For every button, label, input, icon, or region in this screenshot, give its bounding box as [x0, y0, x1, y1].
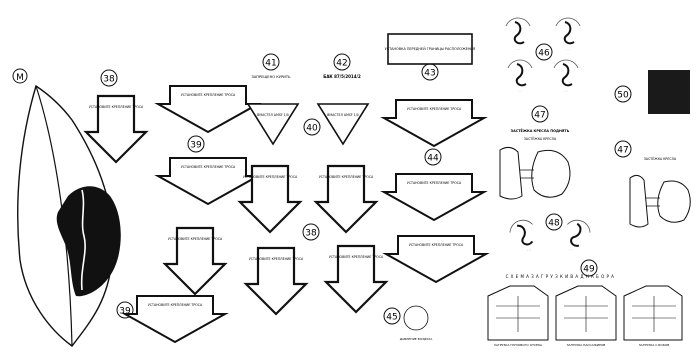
svg-text:45: 45	[386, 313, 397, 323]
arrow-decal: УСТАНОВИТЕ КРЕПЛЕНИЕ ТРОСА	[157, 85, 259, 133]
svg-text:41: 41	[265, 59, 276, 69]
svg-text:49: 49	[583, 265, 595, 275]
seat-illustration-47-right: ЗАСТЁЖКА КРЕСЛА	[629, 156, 691, 228]
label-47-top: 47	[531, 105, 549, 123]
svg-text:С Х Е М А З А Г Р У З К И: С Х Е М А З А Г Р У З К И В А Д Н А Б О …	[506, 274, 615, 279]
svg-text:УСТАНОВИТЕ КРЕПЛЕНИЕ ТРОСА: УСТАНОВИТЕ КРЕПЛЕНИЕ ТРОСА	[181, 165, 236, 169]
svg-text:47: 47	[534, 111, 545, 121]
svg-text:39: 39	[190, 141, 202, 151]
label-47-right: 47	[614, 140, 632, 158]
svg-text:38: 38	[305, 229, 317, 239]
label-m: M	[12, 68, 28, 84]
svg-text:ДАВЛЕНИЕ ВОЗДУХА: ДАВЛЕНИЕ ВОЗДУХА	[400, 337, 434, 341]
svg-text:УСТАНОВИТЕ КРЕПЛЕНИЕ ТРОСА: УСТАНОВИТЕ КРЕПЛЕНИЕ ТРОСА	[181, 93, 236, 97]
arrow-decal: УСТАНОВИТЕ КРЕПЛЕНИЕ ТРОСА	[383, 173, 485, 221]
circle-45-decal: ДАВЛЕНИЕ ВОЗДУХА	[400, 305, 434, 341]
arrow-decal: УСТАНОВИТЕ КРЕПЛЕНИЕ ТРОСА	[124, 295, 226, 343]
svg-text:УСТАНОВИТЕ КРЕПЛЕНИЕ ТРОСА: УСТАНОВИТЕ КРЕПЛЕНИЕ ТРОСА	[168, 237, 223, 241]
label-50: 50	[614, 85, 632, 103]
label-38-top: 38	[100, 69, 118, 87]
arrow-decal: УСТАНОВИТЕ КРЕПЛЕНИЕ ТРОСА	[238, 164, 302, 234]
label-43: 43	[421, 63, 439, 81]
svg-text:УСТАНОВИТЕ КРЕПЛЕНИЕ ТРОСА: УСТАНОВИТЕ КРЕПЛЕНИЕ ТРОСА	[243, 175, 298, 179]
label-46: 46	[535, 43, 553, 61]
svg-text:42: 42	[336, 59, 347, 69]
svg-text:ЗАСТЁЖКА КРЕСЛА ПОДНЯТЬ: ЗАСТЁЖКА КРЕСЛА ПОДНЯТЬ	[511, 128, 570, 133]
svg-text:УСТАНОВИТЕ КРЕПЛЕНИЕ ТРОСА: УСТАНОВИТЕ КРЕПЛЕНИЕ ТРОСА	[407, 107, 462, 111]
label-41: 41	[262, 53, 280, 71]
label-48: 48	[545, 213, 563, 231]
arrow-decal: УСТАНОВИТЕ КРЕПЛЕНИЕ ТРОСА	[383, 99, 485, 147]
arrow-decal: УСТАНОВИТЕ КРЕПЛЕНИЕ ТРОСА	[324, 244, 388, 314]
seat-illustration-47-top: ЗАСТЁЖКА КРЕСЛА ПОДНЯТЬ ЗАСТЁЖКА КРЕСЛА	[499, 128, 571, 200]
label-44: 44	[424, 148, 442, 166]
label-39-middle: 39	[187, 135, 205, 153]
svg-text:УСТАНОВИТЕ КРЕПЛЕНИЕ ТРОСА: УСТАНОВИТЕ КРЕПЛЕНИЕ ТРОСА	[89, 105, 144, 109]
svg-text:48: 48	[548, 219, 560, 229]
arrow-decal: УСТАНОВИТЕ КРЕПЛЕНИЕ ТРОСА	[314, 164, 378, 234]
black-square-50	[648, 70, 690, 114]
label-49: 49	[580, 259, 598, 277]
warning-triangle-left: ВМАСТЕЛ AMSF 1/0	[246, 103, 300, 146]
svg-text:ЗАГРУЗКА ПАССАЖИРОВ: ЗАГРУЗКА ПАССАЖИРОВ	[567, 343, 606, 347]
svg-text:50: 50	[617, 91, 629, 101]
sign-42-caption: БАК 87/5/2014/2	[323, 74, 361, 79]
box-43: УСТАНОВКА ПЕРЕДНЕЙ ГРАНИЦЫ РАСПОЛОЖЕНИЯ	[385, 33, 476, 65]
warning-triangle-right: ВМАСТЕЛ AMSF 1/0	[316, 103, 370, 146]
svg-text:ЗАСТЁЖКА КРЕСЛА: ЗАСТЁЖКА КРЕСЛА	[524, 136, 557, 141]
tail-decal	[17, 84, 121, 347]
sign-41-caption: ЗАПРЕЩЕНО КУРИТЬ	[251, 75, 291, 79]
svg-text:ЗАГРУЗКА ГРУЗОВОГО ОТСЕКА: ЗАГРУЗКА ГРУЗОВОГО ОТСЕКА	[494, 343, 543, 347]
arrow-decal: УСТАНОВИТЕ КРЕПЛЕНИЕ ТРОСА	[157, 157, 259, 205]
svg-text:ВМАСТЕЛ AMSF 1/0: ВМАСТЕЛ AMSF 1/0	[257, 113, 289, 117]
arrow-decal: УСТАНОВИТЕ КРЕПЛЕНИЕ ТРОСА	[163, 226, 227, 296]
svg-text:УСТАНОВИТЕ КРЕПЛЕНИЕ ТРОСА: УСТАНОВИТЕ КРЕПЛЕНИЕ ТРОСА	[148, 303, 203, 307]
loading-scheme-49: С Х Е М А З А Г Р У З К И В А Д Н А Б О …	[487, 274, 683, 347]
arrow-decal: УСТАНОВИТЕ КРЕПЛЕНИЕ ТРОСА	[84, 94, 148, 164]
label-40: 40	[303, 118, 321, 136]
svg-text:УСТАНОВИТЕ КРЕПЛЕНИЕ ТРОСА: УСТАНОВИТЕ КРЕПЛЕНИЕ ТРОСА	[319, 175, 374, 179]
svg-text:УСТАНОВИТЕ КРЕПЛЕНИЕ ТРОСА: УСТАНОВИТЕ КРЕПЛЕНИЕ ТРОСА	[329, 255, 384, 259]
svg-text:УСТАНОВИТЕ КРЕПЛЕНИЕ ТРОСА: УСТАНОВИТЕ КРЕПЛЕНИЕ ТРОСА	[249, 257, 304, 261]
svg-text:46: 46	[538, 49, 550, 59]
label-45: 45	[383, 307, 401, 325]
svg-text:38: 38	[103, 75, 115, 85]
svg-text:M: M	[16, 73, 24, 83]
label-38-middle: 38	[302, 223, 320, 241]
svg-text:УСТАНОВКА ПЕРЕДНЕЙ ГРАНИЦЫ РАС: УСТАНОВКА ПЕРЕДНЕЙ ГРАНИЦЫ РАСПОЛОЖЕНИЯ	[385, 46, 476, 51]
svg-text:УСТАНОВИТЕ КРЕПЛЕНИЕ ТРОСА: УСТАНОВИТЕ КРЕПЛЕНИЕ ТРОСА	[409, 243, 464, 247]
svg-text:43: 43	[424, 69, 435, 79]
arrow-decal: УСТАНОВИТЕ КРЕПЛЕНИЕ ТРОСА	[244, 246, 308, 316]
svg-text:40: 40	[306, 124, 318, 134]
svg-text:ВМАСТЕЛ AMSF 1/0: ВМАСТЕЛ AMSF 1/0	[327, 113, 359, 117]
svg-text:УСТАНОВИТЕ КРЕПЛЕНИЕ ТРОСА: УСТАНОВИТЕ КРЕПЛЕНИЕ ТРОСА	[407, 181, 462, 185]
arrow-decal: УСТАНОВИТЕ КРЕПЛЕНИЕ ТРОСА	[385, 235, 487, 283]
svg-text:47: 47	[617, 146, 628, 156]
svg-text:44: 44	[427, 154, 439, 164]
svg-text:ЗАСТЁЖКА КРЕСЛА: ЗАСТЁЖКА КРЕСЛА	[644, 156, 677, 161]
svg-text:ЗАГРУЗКА С БОКОВ: ЗАГРУЗКА С БОКОВ	[639, 343, 670, 347]
svg-text:39: 39	[119, 307, 131, 317]
label-42: 42	[333, 53, 351, 71]
